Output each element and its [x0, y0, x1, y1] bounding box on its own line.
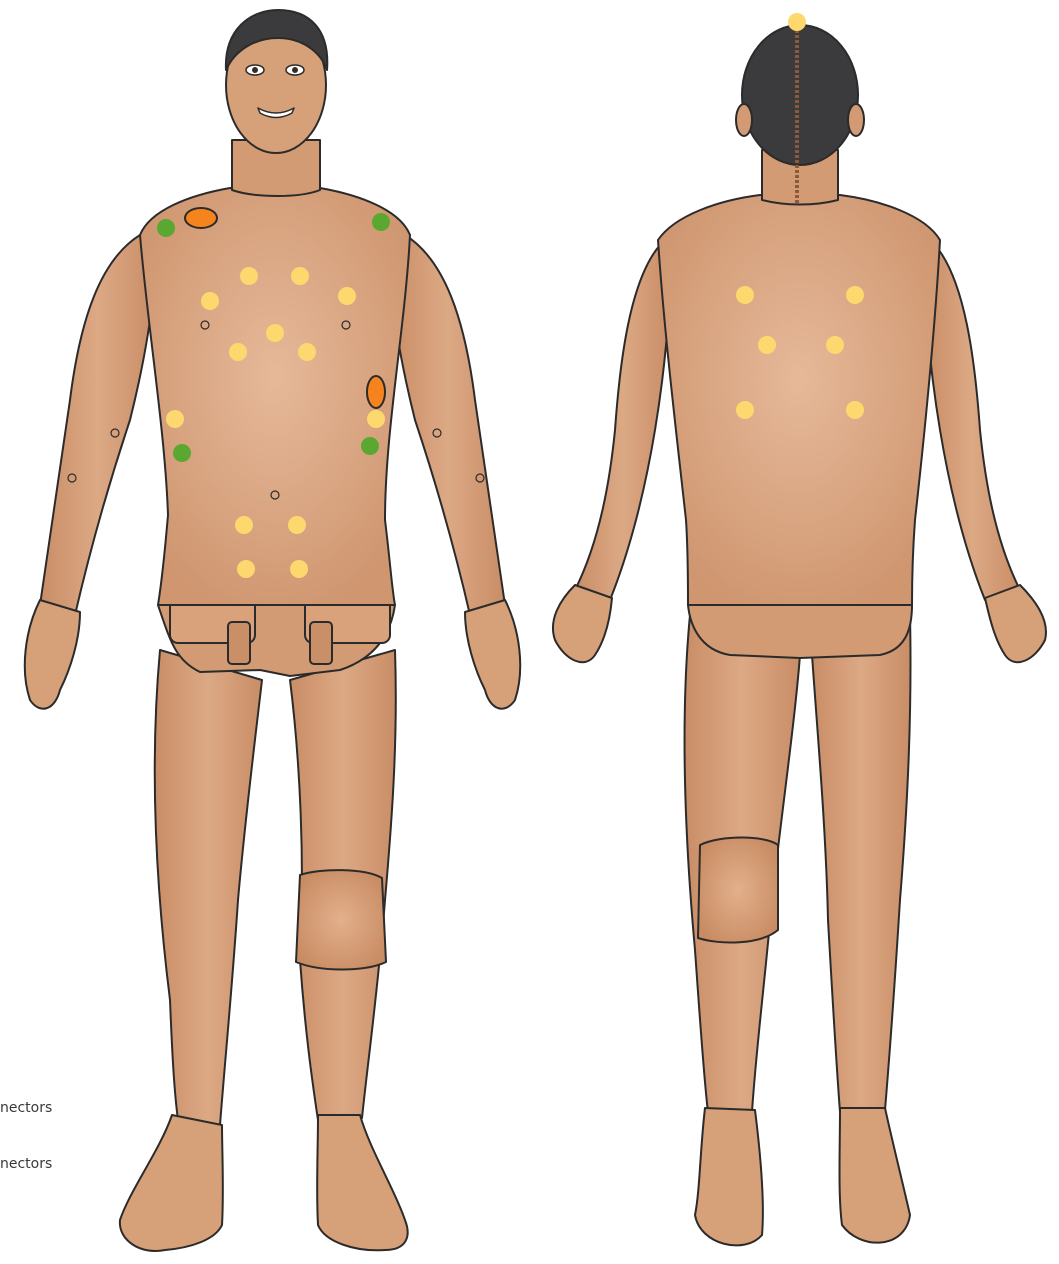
- back-head: [742, 25, 858, 165]
- front-left-leg: [155, 650, 262, 1125]
- yellow-sensor: [846, 401, 864, 419]
- back-view: [553, 25, 1046, 1245]
- yellow-sensor: [788, 13, 806, 31]
- pelvis-port-right: [310, 622, 332, 664]
- yellow-sensor: [298, 343, 316, 361]
- front-right-arm: [390, 235, 505, 615]
- yellow-sensor: [758, 336, 776, 354]
- orange-connector-shoulder: [185, 208, 217, 228]
- green-connector-right-side: [361, 437, 379, 455]
- back-right-arm: [925, 245, 1020, 600]
- front-view: [25, 10, 520, 1251]
- yellow-sensor: [201, 292, 219, 310]
- back-left-hand: [553, 585, 612, 662]
- legend-green-connectors-label: nectors: [0, 1156, 52, 1172]
- front-right-hand: [465, 600, 520, 709]
- yellow-sensor: [235, 516, 253, 534]
- yellow-sensor: [266, 324, 284, 342]
- back-right-leg: [812, 615, 911, 1112]
- back-knee: [698, 838, 778, 943]
- yellow-sensor: [288, 516, 306, 534]
- legend-orange-connectors-label: nectors: [0, 1100, 52, 1116]
- front-left-foot: [120, 1115, 223, 1251]
- back-left-arm: [575, 245, 670, 600]
- yellow-sensor: [846, 286, 864, 304]
- back-pelvis: [688, 605, 912, 658]
- yellow-sensor: [826, 336, 844, 354]
- yellow-sensor: [237, 560, 255, 578]
- yellow-sensor: [291, 267, 309, 285]
- back-right-hand: [985, 585, 1046, 662]
- green-connector-right-shoulder: [372, 213, 390, 231]
- yellow-sensor: [229, 343, 247, 361]
- yellow-sensor: [240, 267, 258, 285]
- green-connector-left-shoulder: [157, 219, 175, 237]
- orange-connector-side: [367, 376, 385, 408]
- front-knee: [296, 870, 386, 969]
- back-right-foot: [840, 1108, 911, 1243]
- back-left-foot: [695, 1108, 763, 1245]
- pelvis-port-left: [228, 622, 250, 664]
- yellow-sensor: [736, 286, 754, 304]
- front-left-hand: [25, 600, 80, 709]
- yellow-sensor: [736, 401, 754, 419]
- front-left-arm: [40, 235, 155, 615]
- green-connector-left-side: [173, 444, 191, 462]
- front-right-foot: [317, 1115, 408, 1250]
- yellow-sensor: [290, 560, 308, 578]
- yellow-sensor: [166, 410, 184, 428]
- back-torso: [658, 195, 940, 605]
- yellow-sensor: [338, 287, 356, 305]
- yellow-sensor: [367, 410, 385, 428]
